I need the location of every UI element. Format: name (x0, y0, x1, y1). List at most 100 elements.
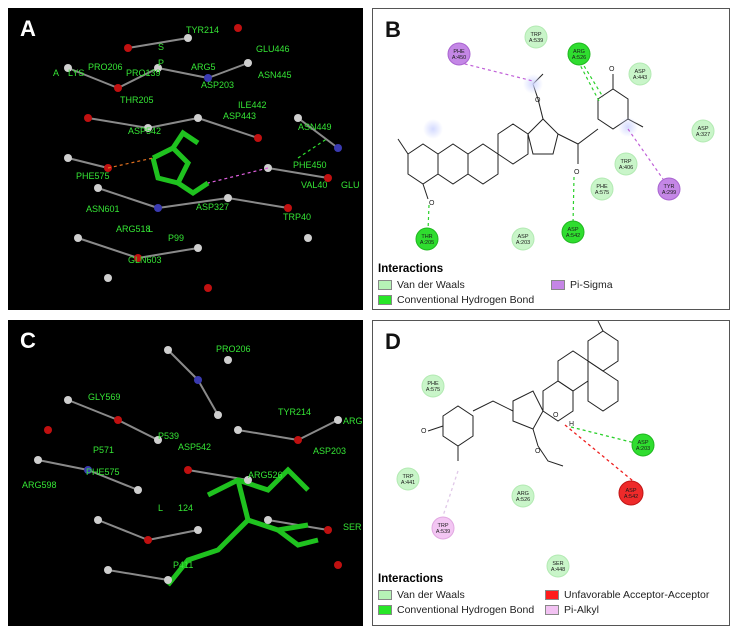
residue-asp443: ASP A:443 (628, 62, 652, 86)
panel-c-atoms (34, 346, 342, 584)
residue-label: PRO139 (126, 68, 161, 78)
legend-item-vdw: Van der Waals (378, 589, 465, 601)
residue-label: ASN601 (86, 204, 120, 214)
residue-label: ARG (343, 416, 363, 426)
panel-d-ligand-structure (427, 321, 619, 467)
svg-text:A:406: A:406 (619, 165, 633, 171)
svg-text:O: O (421, 428, 427, 435)
panel-d-legend-title: Interactions (378, 573, 444, 585)
residue-label: ASP542 (128, 126, 161, 136)
residue-label: GLN603 (128, 255, 162, 265)
svg-text:ASP: ASP (697, 126, 708, 132)
residue-asp203: ASP A:203 (631, 433, 655, 457)
residue-label: P539 (158, 431, 179, 441)
panel-b-letter: B (385, 17, 401, 42)
svg-text:A:450: A:450 (452, 55, 466, 61)
legend-swatch (378, 605, 392, 615)
legend-label: Pi-Alkyl (564, 604, 600, 616)
svg-text:TRP: TRP (621, 159, 632, 165)
panel-a-residue-labels: TYR214 S GLU446 PRO206 A P LYS ARG5 ASN4… (53, 25, 360, 265)
legend-swatch (545, 605, 559, 615)
panel-a-ligand (150, 129, 210, 197)
panel-b-residues: TRP A:539 PHE A:450 ARG A:526 ASP A:443 … (415, 25, 715, 251)
residue-label: L (148, 224, 153, 234)
residue-label: S (158, 42, 164, 52)
residue-label: PRO206 (216, 344, 251, 354)
residue-label: ARG518 (116, 224, 151, 234)
residue-label: A (53, 68, 59, 78)
svg-text:A:575: A:575 (595, 190, 609, 196)
residue-tyr299: TYR A:299 (657, 177, 681, 201)
legend-swatch (378, 590, 392, 600)
svg-text:A:443: A:443 (633, 75, 647, 81)
svg-text:ASP: ASP (567, 227, 578, 233)
residue-label: GLY569 (88, 392, 120, 402)
svg-text:O: O (535, 448, 541, 455)
svg-text:A:203: A:203 (636, 446, 650, 452)
residue-label: PRO206 (88, 62, 123, 72)
svg-text:TRP: TRP (438, 523, 449, 529)
legend-swatch (551, 280, 565, 290)
panel-c-ligand (166, 466, 319, 587)
svg-text:A:539: A:539 (436, 529, 450, 535)
residue-asp542: ASP A:542 (618, 480, 644, 506)
panel-b-interaction-lines (427, 60, 664, 232)
panel-d-residues: PHE A:575 ASP A:203 TRP A:441 ARG A:526 … (396, 374, 655, 578)
residue-trp539: TRP A:539 (524, 25, 548, 49)
svg-text:O: O (429, 200, 435, 207)
residue-label: ASN449 (298, 122, 332, 132)
residue-label: P99 (168, 233, 184, 243)
svg-text:PHE: PHE (453, 49, 465, 55)
legend-item-hbond: Conventional Hydrogen Bond (378, 294, 534, 306)
panel-a-molecule: TYR214 S GLU446 PRO206 A P LYS ARG5 ASN4… (53, 24, 360, 292)
svg-text:THR: THR (421, 234, 432, 240)
svg-text:A:526: A:526 (516, 497, 530, 503)
panel-c-3d-docking: PRO206 GLY569 TYR214 ARG P539 ASP542 P57… (8, 320, 363, 626)
panel-c-sticks (37, 349, 339, 581)
residue-asp203: ASP A:203 (511, 227, 535, 251)
svg-text:H: H (569, 421, 574, 428)
residue-label: PHE575 (76, 171, 110, 181)
legend-swatch (378, 295, 392, 305)
panel-a-hbond-lines (107, 137, 329, 184)
residue-phe575: PHE A:575 (421, 374, 445, 398)
residue-label: ARG598 (22, 480, 57, 490)
residue-label: ASN445 (258, 70, 292, 80)
svg-text:ASP: ASP (517, 234, 528, 240)
svg-text:ASP: ASP (625, 488, 636, 494)
residue-label: ASP327 (196, 202, 229, 212)
residue-label: ASP542 (178, 442, 211, 452)
svg-text:PHE: PHE (427, 381, 439, 387)
svg-text:TRP: TRP (531, 32, 542, 38)
residue-trp406: TRP A:406 (614, 152, 638, 176)
legend-label: Unfavorable Acceptor-Acceptor (564, 589, 710, 601)
residue-label: GLU446 (256, 44, 290, 54)
svg-text:A:205: A:205 (420, 240, 434, 246)
residue-label: P571 (93, 445, 114, 455)
legend-item-vdw: Van der Waals (378, 279, 465, 291)
residue-label: ASP203 (201, 80, 234, 90)
legend-label: Van der Waals (397, 589, 465, 601)
legend-item-hbond: Conventional Hydrogen Bond (378, 604, 534, 616)
svg-text:PHE: PHE (596, 184, 608, 190)
panel-c-molecule: PRO206 GLY569 TYR214 ARG P539 ASP542 P57… (22, 344, 363, 587)
legend-swatch (545, 590, 559, 600)
svg-text:A:327: A:327 (696, 132, 710, 138)
residue-label: P411 (173, 560, 193, 570)
residue-trp539: TRP A:539 (431, 516, 455, 540)
residue-label: P (158, 58, 164, 68)
svg-text:A:539: A:539 (529, 38, 543, 44)
svg-text:TRP: TRP (403, 474, 414, 480)
panel-b-halos (423, 74, 638, 139)
svg-text:A:575: A:575 (426, 387, 440, 393)
residue-asp542: ASP A:542 (561, 220, 585, 244)
residue-label: TRP40 (283, 212, 311, 222)
svg-text:A:448: A:448 (551, 567, 565, 573)
legend-label: Conventional Hydrogen Bond (397, 294, 535, 306)
panel-a-letter: A (20, 16, 36, 41)
residue-phe450: PHE A:450 (447, 42, 471, 66)
panel-b-legend-title: Interactions (378, 263, 444, 275)
